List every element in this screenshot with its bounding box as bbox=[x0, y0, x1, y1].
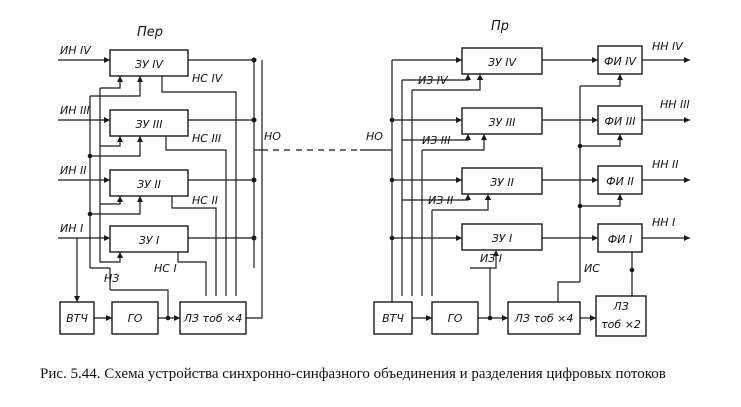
rx-vtch-block bbox=[373, 301, 413, 335]
rx-output-label-1: НН I bbox=[652, 216, 675, 229]
tx-mem-block-2 bbox=[109, 169, 189, 197]
tx-mem-label-2: ЗУ II bbox=[137, 178, 161, 191]
receiver-title: Пр bbox=[491, 19, 509, 34]
rx-output-label-3: НН III bbox=[660, 98, 690, 111]
tx-mem-label-4: ЗУ IV bbox=[135, 58, 164, 71]
tx-mem-block-4 bbox=[109, 49, 189, 77]
rx-output-label-2: НН II bbox=[652, 158, 679, 171]
rx-fi-block-1 bbox=[597, 223, 643, 253]
rx-is-label: ИС bbox=[584, 262, 600, 275]
rx-mem-block-4 bbox=[461, 47, 543, 75]
rx-mem-block-3 bbox=[461, 107, 543, 135]
tx-mem-label-3: ЗУ III bbox=[136, 118, 163, 131]
rx-fi-block-4 bbox=[597, 45, 643, 75]
rx-fi-block-2 bbox=[597, 165, 643, 195]
rx-mem-label-4: ЗУ IV bbox=[488, 56, 517, 69]
tx-go-label: ГО bbox=[128, 312, 143, 325]
rx-output-label-4: НН IV bbox=[652, 40, 684, 53]
rx-delay4-label: ЛЗ τоб ×4 bbox=[514, 312, 574, 325]
tx-sync-label-2: НС II bbox=[192, 194, 218, 207]
tx-sync-label-3: НС III bbox=[192, 132, 221, 145]
rx-go-label: ГО bbox=[448, 312, 463, 325]
rx-input-label: НО bbox=[366, 130, 383, 143]
tx-sync-label-4: НС IV bbox=[192, 72, 224, 85]
rx-mem-label-2: ЗУ II bbox=[490, 176, 514, 189]
rx-fi-label-1: ФИ I bbox=[608, 233, 632, 246]
rx-mem-label-3: ЗУ III bbox=[489, 116, 516, 129]
tx-vtch-label: ВТЧ bbox=[66, 312, 88, 325]
tx-nz-label: НЗ bbox=[104, 272, 119, 285]
tx-output-label: НО bbox=[264, 130, 281, 143]
tx-mem-block-3 bbox=[109, 109, 189, 137]
rx-vtch-label: ВТЧ bbox=[382, 312, 404, 325]
tx-mem-block-1 bbox=[109, 225, 189, 253]
rx-mem-block-2 bbox=[461, 167, 543, 195]
rx-delay2-block bbox=[595, 295, 647, 337]
transmitter-title: Пер bbox=[137, 25, 163, 40]
tx-input-label-3: ИН III bbox=[60, 104, 90, 117]
rx-delay2-top-label: ЛЗ bbox=[612, 300, 628, 313]
rx-delay2-label: τоб ×2 bbox=[601, 318, 641, 331]
rx-fi-label-4: ФИ IV bbox=[604, 55, 637, 68]
rx-mem-label-1: ЗУ I bbox=[492, 232, 513, 245]
figure-caption: Рис. 5.44. Схема устройства синхронно-си… bbox=[40, 366, 666, 382]
tx-mem-label-1: ЗУ I bbox=[139, 234, 160, 247]
rx-fi-label-2: ФИ II bbox=[606, 175, 634, 188]
tx-input-label-2: ИН II bbox=[60, 164, 87, 177]
rx-fi-label-3: ФИ III bbox=[605, 115, 636, 128]
tx-sync-label-1: НС I bbox=[154, 262, 177, 275]
tx-input-label-1: ИН I bbox=[60, 222, 83, 235]
rx-mem-block-1 bbox=[461, 223, 543, 251]
tx-input-label-4: ИН IV bbox=[60, 44, 92, 57]
tx-delay-label: ЛЗ τоб ×4 bbox=[183, 312, 243, 325]
rx-fi-block-3 bbox=[597, 105, 643, 135]
tx-delay-block bbox=[179, 301, 247, 335]
rx-iz-label-1: ИЗ I bbox=[480, 252, 502, 265]
